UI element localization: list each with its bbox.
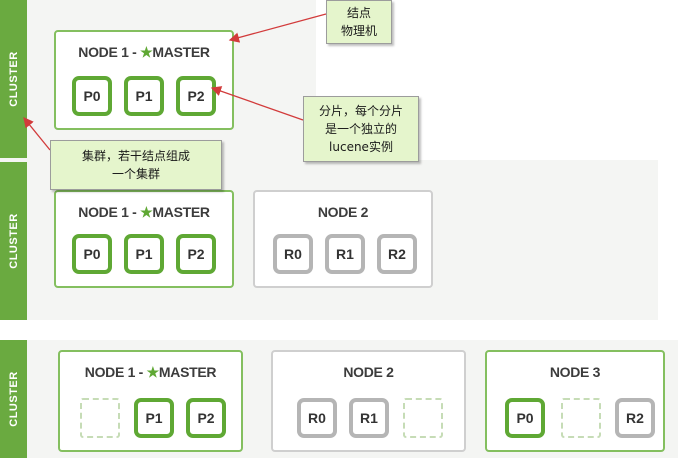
primary-shard-p0: P0 <box>72 76 112 116</box>
node-title-suffix: MASTER <box>152 204 210 220</box>
shard-callout-line-1: 分片，每个分片 <box>318 104 403 118</box>
cluster-3-label: CLUSTER <box>7 371 20 427</box>
cluster-callout-line-2: 一个集群 <box>111 167 160 181</box>
cluster-1-label: CLUSTER <box>7 51 20 107</box>
primary-shard-p2: P2 <box>176 76 216 116</box>
primary-shard-p0: P0 <box>72 234 112 274</box>
replica-shard-r1: R1 <box>325 234 365 274</box>
cluster-1-bar: CLUSTER <box>0 0 27 158</box>
shard-callout-line-2: 是一个独立的 <box>324 122 397 136</box>
star-icon: ★ <box>140 204 153 220</box>
cluster-2-bar: CLUSTER <box>0 162 27 320</box>
shard-callout: 分片，每个分片 是一个独立的 lucene实例 <box>303 96 419 162</box>
replica-shard-r2: R2 <box>377 234 417 274</box>
empty-shard-slot <box>403 398 443 438</box>
cluster-callout: 集群，若干结点组成 一个集群 <box>50 140 222 190</box>
cluster-2-node-1-master: NODE 1 - ★MASTER P0 P1 P2 <box>54 190 234 288</box>
shard-callout-line-3: lucene实例 <box>329 140 393 154</box>
cluster-3-bar: CLUSTER <box>0 340 27 458</box>
node-title: NODE 1 - ★MASTER <box>56 204 232 221</box>
empty-shard-slot <box>80 398 120 438</box>
replica-shard-r2: R2 <box>615 398 655 438</box>
replica-shard-r0: R0 <box>297 398 337 438</box>
node-callout: 结点 物理机 <box>326 0 392 44</box>
node-title-prefix: NODE 1 - <box>78 44 141 60</box>
cluster-3-node-3: NODE 3 P0 R2 <box>485 350 665 452</box>
node-title: NODE 2 <box>343 364 394 380</box>
node-title: NODE 1 - ★MASTER <box>56 44 232 61</box>
primary-shard-p1: P1 <box>124 76 164 116</box>
primary-shard-p2: P2 <box>186 398 226 438</box>
cluster-2-node-2: NODE 2 R0 R1 R2 <box>253 190 433 288</box>
node-title: NODE 1 - ★MASTER <box>60 364 241 381</box>
node-title-prefix: NODE 1 - <box>84 364 147 380</box>
replica-shard-r0: R0 <box>273 234 313 274</box>
cluster-callout-line-1: 集群，若干结点组成 <box>81 149 190 163</box>
cluster-3-node-2: NODE 2 R0 R1 <box>271 350 466 452</box>
cluster-1-node-1-master: NODE 1 - ★MASTER P0 P1 P2 <box>54 30 234 130</box>
star-icon: ★ <box>140 44 153 60</box>
node-title-suffix: MASTER <box>158 364 217 380</box>
empty-shard-slot <box>561 398 601 438</box>
replica-shard-r1: R1 <box>349 398 389 438</box>
node-title: NODE 2 <box>317 204 369 220</box>
primary-shard-p0: P0 <box>505 398 545 438</box>
node-callout-line-1: 结点 <box>346 6 371 20</box>
primary-shard-p1: P1 <box>134 398 174 438</box>
cluster-3-node-1-master: NODE 1 - ★MASTER P1 P2 <box>58 350 243 452</box>
primary-shard-p1: P1 <box>124 234 164 274</box>
node-title-prefix: NODE 1 - <box>78 204 141 220</box>
primary-shard-p2: P2 <box>176 234 216 274</box>
node-title: NODE 3 <box>549 364 601 380</box>
cluster-2-label: CLUSTER <box>7 213 20 269</box>
node-callout-line-2: 物理机 <box>340 24 377 38</box>
node-title-suffix: MASTER <box>152 44 210 60</box>
star-icon: ★ <box>146 364 160 380</box>
